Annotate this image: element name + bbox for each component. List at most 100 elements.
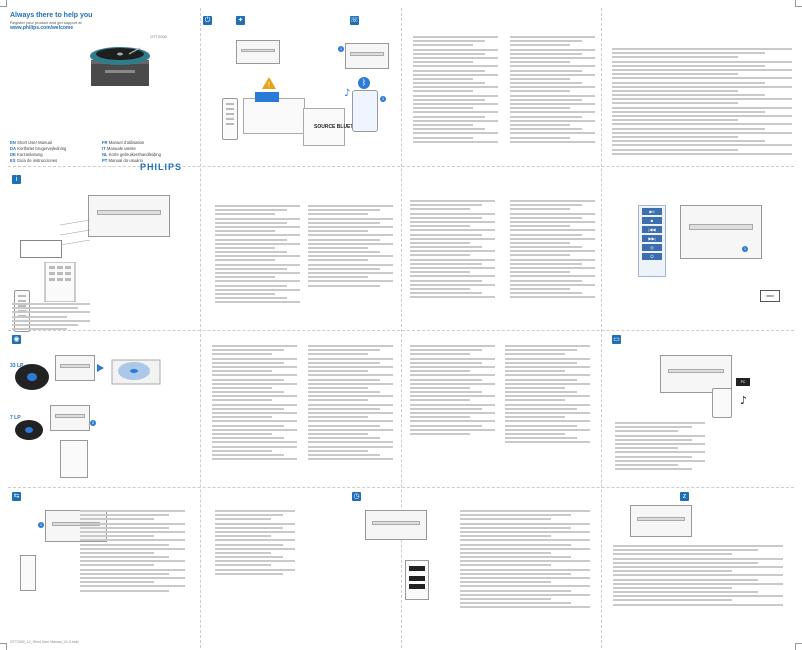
phone-illustration: [352, 90, 378, 132]
device-illustration: [345, 43, 389, 69]
instruction-text: [613, 545, 783, 608]
music-icon: ♪: [740, 392, 750, 407]
bluetooth-icon: ᛒ: [358, 77, 370, 89]
language-item: FR Manuel d'utilisation: [102, 140, 145, 145]
phone-icon: ☏: [350, 16, 359, 25]
device-front-view: [630, 505, 692, 537]
crop-mark-tl: [0, 0, 7, 7]
crop-mark-bl: [0, 643, 7, 650]
instruction-text: [80, 510, 185, 594]
cover-subtitle: Register your product and get support at: [10, 20, 82, 25]
language-item: NL Korte gebruikershandleiding: [102, 152, 161, 157]
svg-text:!: !: [268, 81, 271, 89]
brand-logo: PHILIPS: [140, 162, 183, 172]
step-badge: 1: [742, 246, 748, 252]
cover-panel: Always there to help you Register your p…: [10, 12, 195, 172]
instruction-text: [410, 345, 495, 437]
language-item: DE Kurzanleitung: [10, 152, 43, 157]
language-item: EN Short User Manual: [10, 140, 52, 145]
step-badge: 1: [38, 522, 44, 528]
instruction-text: [308, 345, 393, 462]
control-descriptions: [410, 200, 495, 301]
product-image: [85, 42, 155, 88]
language-item: ES Guía de instrucciones: [10, 158, 58, 163]
remote-illustration: [405, 560, 429, 600]
fold-line: [200, 8, 201, 648]
vinyl-record-7: [14, 418, 44, 442]
pc-badge: PC: [736, 378, 750, 386]
remote-illustration: [60, 440, 88, 478]
instruction-text: [615, 422, 705, 472]
turntable-illustration: [50, 405, 90, 431]
callout-lines: [59, 219, 100, 260]
speed-label-33: 33 LP: [10, 363, 24, 369]
language-list: EN Short User Manual DA Kortfattet bruge…: [10, 140, 195, 164]
record-icon: ◉: [12, 335, 21, 344]
fold-line: [601, 8, 602, 648]
ctrl-button: ▶▶|: [642, 235, 662, 242]
instruction-text: [510, 36, 595, 145]
speed-label-7: 7 LP: [10, 415, 21, 421]
cover-title: Always there to help you: [10, 12, 93, 19]
remote-illustration-large: [20, 261, 100, 303]
fold-line: [8, 487, 794, 488]
power-icon: ⏻: [203, 16, 212, 25]
crop-mark-br: [795, 643, 802, 650]
sleep-icon: z: [680, 492, 689, 501]
support-url[interactable]: www.philips.com/welcome: [10, 25, 74, 31]
svg-text:♪: ♪: [740, 394, 747, 405]
ctrl-button: ⏻: [642, 253, 662, 260]
usb-icon: ⇆: [12, 492, 21, 501]
display-readout: ▭▭: [760, 290, 780, 302]
ctrl-button: ◎: [642, 244, 662, 251]
device-illustration: [236, 40, 280, 64]
instruction-text: [413, 36, 498, 145]
device-panel: [303, 108, 345, 146]
control-descriptions: [308, 205, 393, 289]
model-number: OTT2000: [150, 34, 167, 39]
language-item: IT Manuale utente: [102, 146, 136, 151]
device-front-view: [88, 195, 170, 237]
instruction-text: [505, 345, 590, 446]
clock-icon: ◷: [352, 492, 361, 501]
fold-line: [8, 330, 794, 331]
step-badge: 2: [90, 420, 96, 426]
footer-filename: OTT2000_12_Short User Manual_V1.0.indd: [10, 640, 79, 644]
ctrl-button: ▶II: [642, 208, 662, 215]
language-item: DA Kortfattet brugervejledning: [10, 146, 67, 151]
step-badge: 2: [380, 96, 386, 102]
turntable-illustration: [55, 355, 95, 381]
fold-line: [8, 166, 794, 167]
rear-connector-panel: [20, 240, 62, 258]
bulb-icon: ✦: [236, 16, 245, 25]
fold-line: [401, 8, 402, 648]
arrow-icon: [97, 364, 104, 372]
instruction-text: [215, 510, 295, 577]
rear-panel: [243, 98, 305, 134]
warning-icon: !: [262, 76, 276, 89]
disclaimer-text: [12, 303, 90, 332]
label-band: [255, 92, 279, 102]
control-descriptions: [215, 205, 300, 306]
remote-illustration: [222, 98, 238, 140]
language-item: PT Manual do usuário: [102, 158, 143, 163]
control-panel-callout: ▶II ■ |◀◀ ▶▶| ◎ ⏻: [638, 205, 666, 277]
ctrl-button: |◀◀: [642, 226, 662, 233]
source-bluetooth-label: SOURCE BLUETOOTH: [314, 124, 368, 130]
info-icon: i: [12, 175, 21, 184]
instruction-text: [212, 345, 297, 462]
ctrl-button: ■: [642, 217, 662, 224]
phone-illustration: [712, 388, 732, 418]
music-icon: ♪: [343, 84, 354, 99]
vinyl-record-12: [14, 362, 50, 392]
language-notes: [612, 48, 792, 157]
device-front-view: [680, 205, 762, 259]
step-badge: 1: [338, 46, 344, 52]
usb-drive: [20, 555, 36, 591]
svg-text:♪: ♪: [344, 88, 350, 97]
device-front-view: [365, 510, 427, 540]
control-descriptions: [510, 200, 595, 301]
instruction-text: [460, 510, 590, 611]
device-front-view: [660, 355, 732, 393]
